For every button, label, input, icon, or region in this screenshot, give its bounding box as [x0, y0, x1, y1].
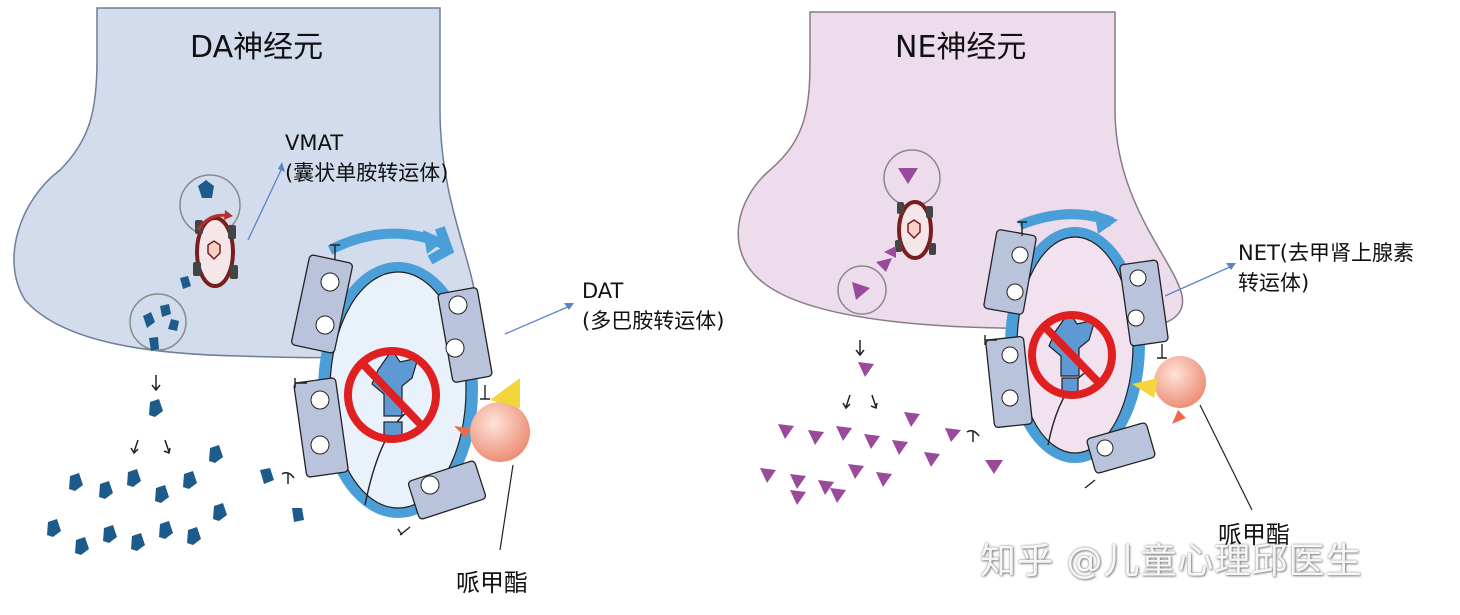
dopamine-molecule [127, 469, 141, 487]
dopamine-molecule [159, 521, 173, 539]
da-transporter [291, 226, 493, 536]
ne-inhibition-sign [1028, 311, 1116, 399]
da-panel [13, 7, 574, 555]
dopamine-molecule [103, 525, 117, 543]
ne-transporter [983, 209, 1169, 489]
da-drug-pointer [499, 464, 514, 551]
da-vmat-label: VMAT [285, 131, 344, 155]
ne-vesicle-release [837, 265, 887, 315]
norepinephrine-molecule [836, 426, 852, 441]
norepinephrine-molecule [858, 362, 874, 377]
dopamine-molecule [209, 445, 223, 463]
norepinephrine-molecule [924, 452, 940, 467]
ne-net-pointer [1164, 265, 1233, 297]
dopamine-molecule [47, 519, 61, 537]
norepinephrine-molecule [848, 464, 864, 479]
da-neuron-title: DA神经元 [190, 30, 324, 65]
norepinephrine-molecule [790, 490, 806, 505]
ne-vmat-clips [895, 202, 936, 255]
da-vmat-star [207, 240, 221, 261]
da-dat-description: (多巴胺转运体) [582, 309, 725, 333]
ne-drug-pointer [1199, 404, 1253, 511]
norepinephrine-molecule [892, 440, 908, 455]
da-vmat-pointer [247, 167, 283, 241]
ne-panel [737, 11, 1253, 511]
ne-neuron-title: NE神经元 [895, 30, 1027, 65]
dopamine-molecule [75, 537, 89, 555]
norepinephrine-molecule [864, 434, 880, 449]
dopamine-molecule [213, 503, 227, 521]
dopamine-molecule [187, 527, 201, 545]
watermark: 知乎 @儿童心理邱医生 [980, 541, 1363, 582]
norepinephrine-molecule [876, 472, 892, 487]
ne-net-pointer-head [1226, 263, 1236, 270]
da-near-transporter-molecules [260, 468, 304, 522]
norepinephrine-molecule [778, 424, 794, 439]
da-vmat-arrowhead [224, 210, 233, 220]
da-dat-pointer [504, 305, 571, 335]
da-dat-pointer-head [564, 303, 574, 310]
da-vmat-pointer-head [278, 162, 285, 172]
da-small-arrows [130, 375, 171, 455]
ne-vesicle-molecule [898, 168, 918, 184]
da-vesicle-molecule [180, 276, 191, 289]
ne-near-transporter-molecules [945, 428, 1003, 474]
norepinephrine-molecule [760, 468, 776, 483]
ne-net-label: NET(去甲肾上腺素 [1238, 241, 1414, 265]
ne-net-description: 转运体) [1238, 271, 1310, 295]
dopamine-molecule [69, 473, 83, 491]
dopamine-molecule [149, 399, 163, 417]
da-vmat-description: (囊状单胺转运体) [285, 161, 449, 185]
da-vmat-clips [193, 220, 238, 279]
ne-small-arrows [842, 340, 878, 410]
dopamine-molecule [183, 471, 197, 489]
da-vesicle-molecule [198, 180, 214, 198]
norepinephrine-molecule [790, 474, 806, 489]
norepinephrine-molecule [830, 488, 846, 503]
da-vesicle-release [129, 293, 187, 351]
ne-drug-label: 哌甲酯 [1218, 521, 1290, 549]
dopamine-molecule [99, 481, 113, 499]
norepinephrine-molecule [808, 430, 824, 445]
da-dat-label: DAT [582, 279, 624, 303]
da-released-molecules [47, 399, 227, 555]
ne-drug-ball [1154, 356, 1206, 408]
ne-released-molecules [760, 362, 940, 505]
da-inhibition-sign [344, 347, 440, 443]
norepinephrine-molecule [818, 480, 834, 495]
dopamine-molecule [131, 533, 145, 551]
dopamine-molecule [155, 485, 169, 503]
norepinephrine-molecule [904, 412, 920, 427]
da-drug-ball [470, 402, 530, 462]
da-drug-label: 哌甲酯 [456, 569, 528, 597]
da-vesicle-molecules [143, 304, 179, 351]
